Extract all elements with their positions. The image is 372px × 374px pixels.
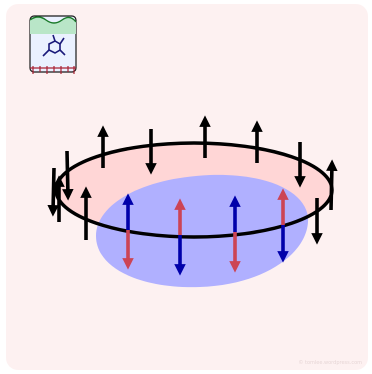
beaker-molecule-icon [29, 15, 77, 74]
blue-domain [96, 174, 309, 288]
ring-arrow-down [62, 150, 74, 201]
ring-arrows [47, 115, 338, 245]
ring-arrow-up [326, 159, 338, 211]
domain-arrows [122, 188, 289, 276]
molecule-icon [42, 34, 66, 57]
watermark: © tomlee.wordpress.com [298, 360, 362, 366]
ruler-icon [30, 66, 76, 74]
ring-arrow-down [47, 167, 59, 217]
